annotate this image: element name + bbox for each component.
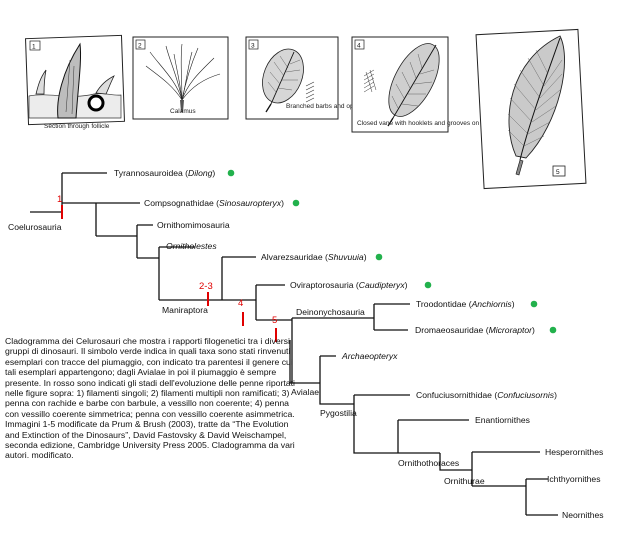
stage-label-5: 5 bbox=[272, 315, 277, 326]
taxon-coelurosauria: Coelurosauria bbox=[8, 222, 62, 232]
taxon-ichthyornithes: Ichthyornithes bbox=[547, 474, 601, 484]
panel-number: 2 bbox=[138, 43, 142, 50]
taxon-alvarezsauridae: Alvarezsauridae (Shuvuuia) bbox=[261, 252, 367, 262]
cladogram-lines bbox=[30, 172, 558, 516]
feather-panel-4: 4 Closed vane with hooklets and grooves … bbox=[351, 36, 507, 133]
stage-markers: 1 2-3 4 5 bbox=[57, 194, 277, 342]
taxon-oviraptorosauria: Oviraptorosauria (Caudipteryx) bbox=[290, 280, 408, 290]
taxon-confuciusornithidae: Confuciusornithidae (Confuciusornis) bbox=[416, 390, 557, 400]
taxon-enantiornithes: Enantiornithes bbox=[475, 415, 530, 425]
taxon-deinonychosauria: Deinonychosauria bbox=[296, 307, 365, 317]
feather-dot bbox=[375, 253, 383, 261]
panel-caption: Branched barbs and open vane bbox=[286, 103, 377, 110]
panel-caption: Section through follicle bbox=[44, 123, 110, 130]
feather-panel-3: 3 Branched barbs and open vane bbox=[245, 36, 377, 120]
feather-dot bbox=[227, 169, 235, 177]
panel-number: 4 bbox=[357, 43, 361, 50]
taxon-tyrannosauroidea: Tyrannosauroidea (Dilong) bbox=[114, 168, 215, 178]
panel-number: 3 bbox=[251, 43, 255, 50]
taxon-ornithurae: Ornithurae bbox=[444, 476, 485, 486]
feather-dot bbox=[549, 326, 557, 334]
panel-number: 5 bbox=[556, 169, 560, 176]
feather-dot bbox=[292, 199, 300, 207]
feather-panel-2: 2 Calamus bbox=[132, 36, 229, 120]
figure-caption: Cladogramma dei Celurosauri che mostra i… bbox=[5, 336, 297, 461]
panel-number: 1 bbox=[32, 44, 36, 51]
panel-caption: Calamus bbox=[170, 108, 196, 115]
taxon-compsognathidae: Compsognathidae (Sinosauropteryx) bbox=[144, 198, 284, 208]
taxon-ornithothoraces: Ornithothoraces bbox=[398, 458, 459, 468]
taxon-maniraptora: Maniraptora bbox=[162, 305, 208, 315]
feather-panel-5: 5 bbox=[475, 28, 587, 190]
caption-paragraph-2: Immagini 1-5 modificate da Prum & Brush … bbox=[5, 419, 295, 461]
taxon-hesperornithes: Hesperornithes bbox=[545, 447, 603, 457]
taxon-dromaeosauridae: Dromaeosauridae (Microraptor) bbox=[415, 325, 535, 335]
taxon-neornithes: Neornithes bbox=[562, 510, 604, 520]
taxon-archaeopteryx: Archaeopteryx bbox=[341, 351, 398, 361]
stage-label-2-3: 2-3 bbox=[199, 281, 213, 292]
taxon-troodontidae: Troodontidae (Anchiornis) bbox=[416, 299, 515, 309]
taxon-ornitholestes: Ornitholestes bbox=[166, 241, 217, 251]
feather-panel-1: 1 Section through follicle bbox=[25, 34, 125, 130]
stage-label-1: 1 bbox=[57, 194, 62, 205]
taxon-pygostilia: Pygostilia bbox=[320, 408, 357, 418]
taxon-avialae: Avialae bbox=[291, 387, 319, 397]
taxon-labels: Coelurosauria Tyrannosauroidea (Dilong) … bbox=[8, 168, 604, 520]
feather-dot bbox=[530, 300, 538, 308]
panel-caption: Closed vane with hooklets and grooves on… bbox=[357, 120, 507, 127]
feather-dot bbox=[424, 281, 432, 289]
taxon-ornithomimosauria: Ornithomimosauria bbox=[157, 220, 230, 230]
caption-paragraph-1: Cladogramma dei Celurosauri che mostra i… bbox=[5, 336, 295, 419]
stage-label-4: 4 bbox=[238, 298, 243, 309]
